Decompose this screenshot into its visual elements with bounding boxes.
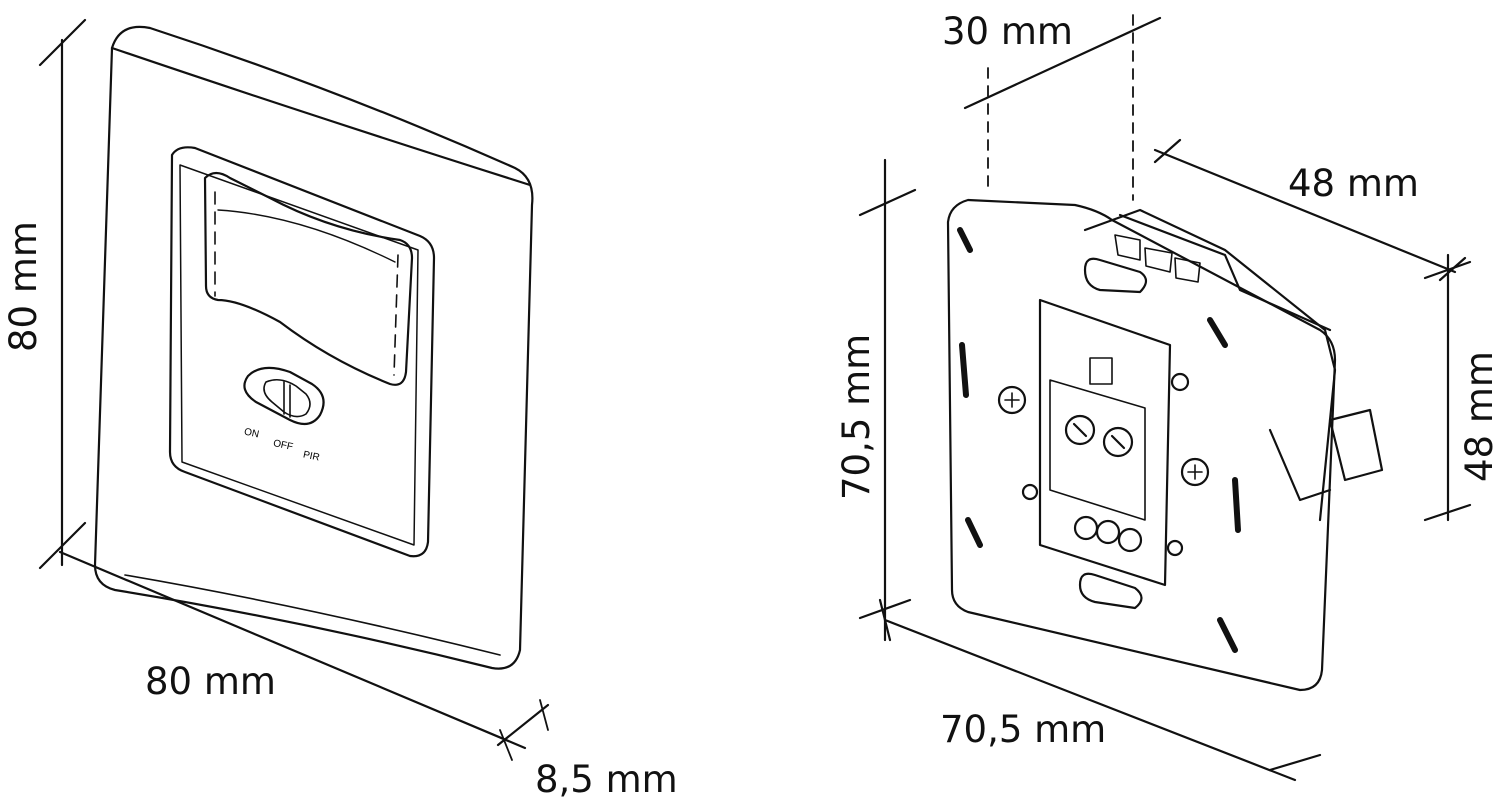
left-device: [38, 18, 550, 761]
side-depth-label: 48 mm: [1288, 162, 1419, 205]
side-height-label: 48 mm: [1458, 351, 1500, 482]
depth-label: 8,5 mm: [535, 758, 678, 801]
top-depth-label: 30 mm: [942, 10, 1073, 53]
plate-height-label: 70,5 mm: [835, 333, 878, 500]
plate-width-label: 70,5 mm: [940, 708, 1107, 751]
left-width-label: 80 mm: [145, 660, 276, 703]
right-device: [858, 14, 1472, 782]
left-height-label: 80 mm: [2, 221, 45, 352]
